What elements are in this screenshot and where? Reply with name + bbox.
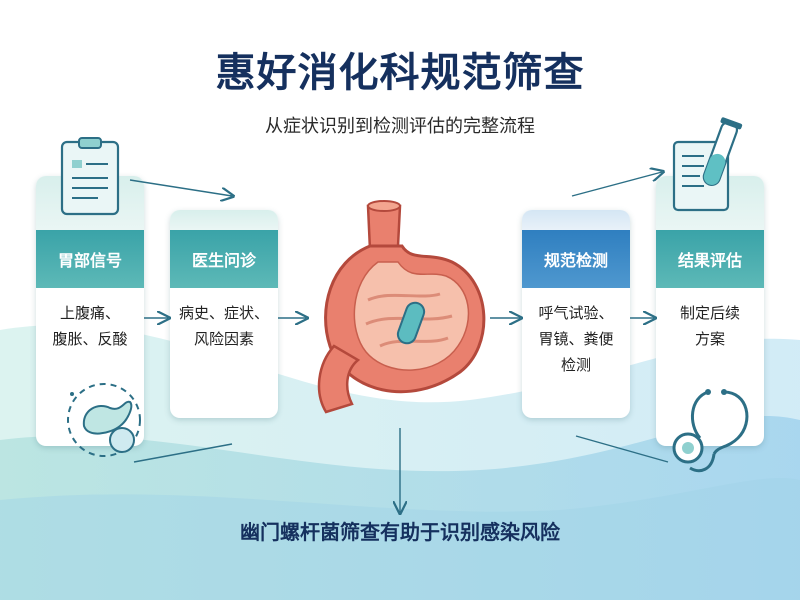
step-line: 腹胀、反酸 (52, 330, 128, 348)
step-line: 胃镜、粪便 (538, 330, 614, 348)
step-line: 检测 (560, 356, 591, 374)
step-card-stomach-signals: 胃部信号 上腹痛、 腹胀、反酸 (36, 176, 144, 446)
step-description: 病史、症状、 风险因素 (170, 288, 278, 352)
step-card-doctor-consultation: 医生问诊 病史、症状、 风险因素 (170, 210, 278, 418)
step-line: 上腹痛、 (59, 304, 120, 322)
page-subtitle: 从症状识别到检测评估的完整流程 (265, 116, 535, 137)
footer-note: 幽门螺杆菌筛查有助于识别感染风险 (240, 520, 560, 544)
step-line: 呼气试验、 (538, 304, 614, 322)
step-description: 上腹痛、 腹胀、反酸 (36, 288, 144, 352)
page-title: 惠好消化科规范筛查 (215, 50, 585, 96)
step-card-result-evaluation: 结果评估 制定后续 方案 (656, 176, 764, 446)
step-line: 病史、症状、 (178, 304, 269, 322)
card-topbar (170, 210, 278, 230)
step-card-standard-testing: 规范检测 呼气试验、 胃镜、粪便 检测 (522, 210, 630, 418)
step-line: 方案 (694, 330, 725, 348)
step-title: 规范检测 (522, 230, 630, 288)
step-title: 结果评估 (656, 230, 764, 288)
card-topbar (522, 210, 630, 230)
step-description: 呼气试验、 胃镜、粪便 检测 (522, 288, 630, 378)
step-title: 胃部信号 (36, 230, 144, 288)
step-title: 医生问诊 (170, 230, 278, 288)
flow-arrows (129, 172, 669, 512)
bacteria-icon (67, 383, 141, 457)
step-description: 制定后续 方案 (656, 288, 764, 352)
clipboard-icon (60, 137, 120, 216)
step-line: 风险因素 (193, 330, 254, 348)
test-tube-icon (672, 117, 743, 212)
step-line: 制定后续 (679, 304, 740, 322)
stethoscope-icon (672, 389, 749, 473)
stomach-icon (317, 200, 486, 414)
